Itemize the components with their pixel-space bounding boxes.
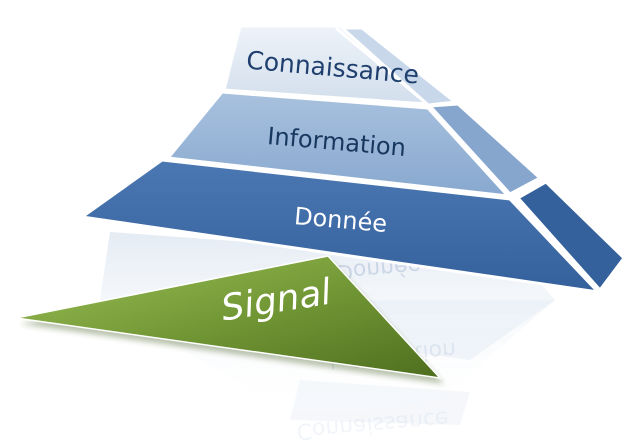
side-face-donnee [515, 180, 624, 293]
tier-connaissance: Connaissance [222, 24, 432, 106]
tier-information: Information [165, 90, 512, 198]
tier-signal: Signal [15, 255, 444, 384]
tier-donnee: Donnée [78, 158, 603, 295]
side-face-information [426, 102, 543, 196]
